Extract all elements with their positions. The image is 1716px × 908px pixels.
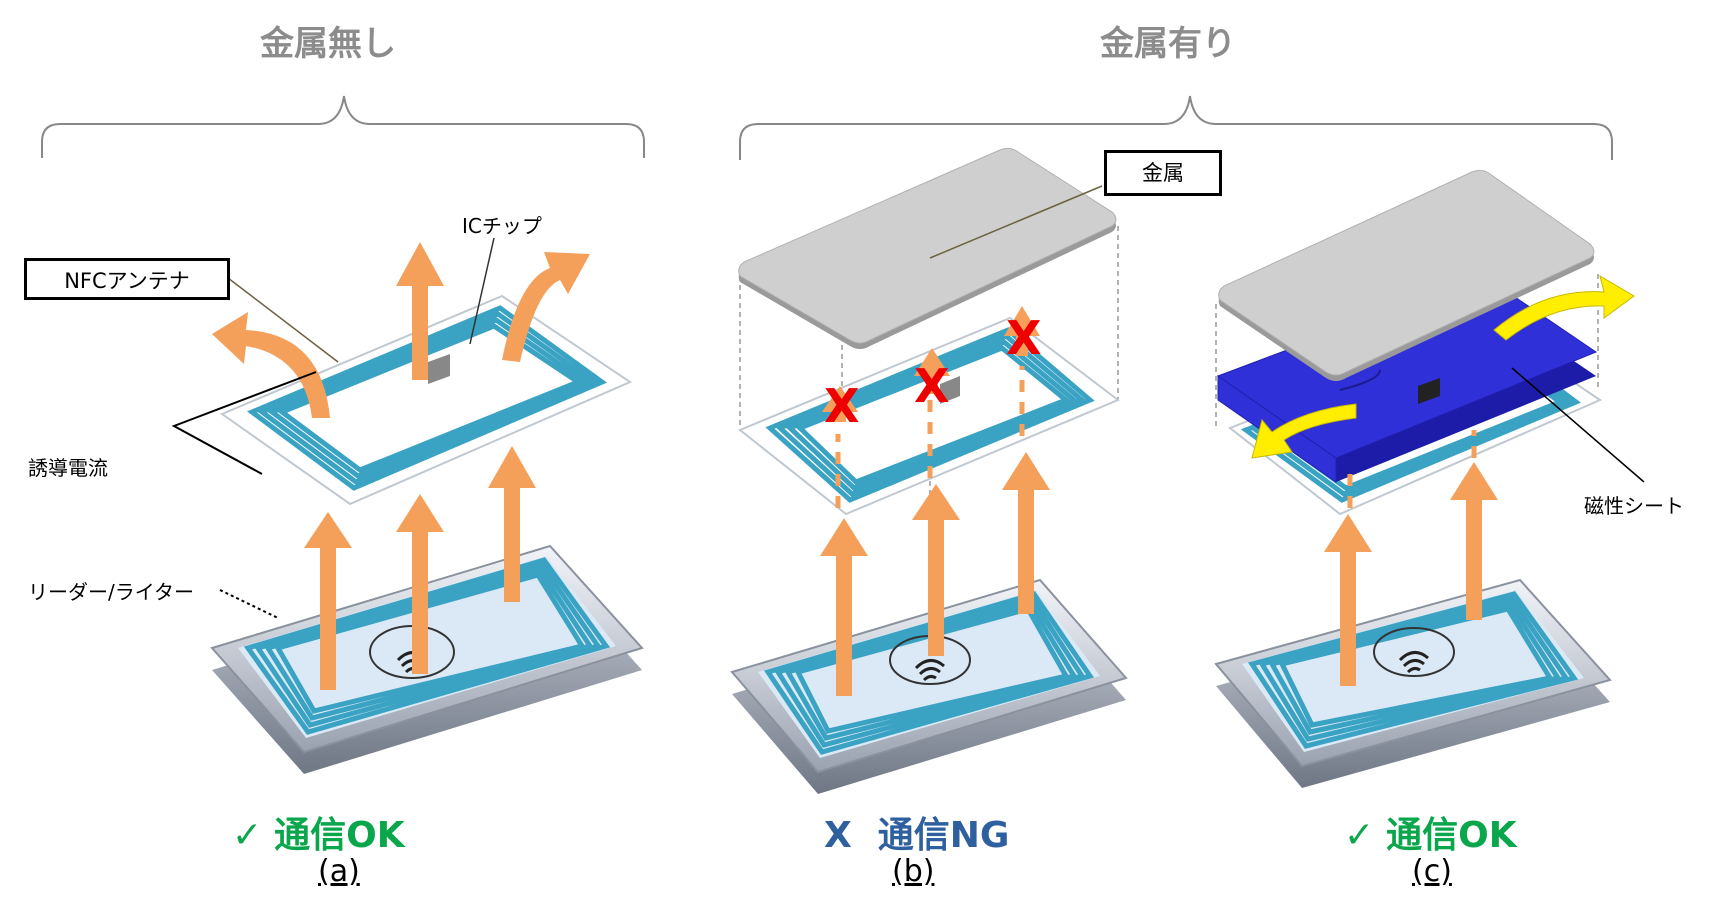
- panel-b-status: X 通信NG: [824, 806, 1009, 858]
- panel-c-arrow: [1450, 462, 1498, 620]
- nfc-antenna-leader: [227, 277, 339, 363]
- panel-b-arrow: [1004, 306, 1040, 356]
- panel-c-diverted-field: [1251, 274, 1635, 459]
- metal-leader: [929, 185, 1103, 259]
- metal-label: 金属: [1104, 150, 1222, 196]
- panel-b-arrow: [820, 518, 868, 696]
- panel-b-arrow: [912, 484, 960, 656]
- panel-a-field-arrows: [212, 242, 590, 690]
- panel-b-card: [738, 316, 1120, 516]
- panel-c-status: ✓ 通信OK: [1344, 806, 1517, 858]
- magnetic-sheet-leader: [1511, 367, 1645, 483]
- panel-a-ic-chip: [428, 354, 450, 384]
- reader-writer-leader: [219, 589, 279, 619]
- no-metal-group-title: 金属無し: [260, 24, 396, 64]
- panel-c-status-text: 通信OK: [1386, 815, 1517, 856]
- block-mark-icon: X X X: [824, 311, 1041, 433]
- panel-c-arrow: [1324, 514, 1372, 686]
- magnetic-sheet-label: 磁性シート: [1584, 494, 1684, 518]
- induced-current-pointer: [171, 371, 317, 475]
- svg-text:X: X: [1006, 311, 1041, 365]
- panel-b-blocked-field: [820, 306, 1050, 696]
- panel-a-card-coil: [246, 305, 608, 491]
- ic-chip-leader: [469, 237, 495, 345]
- panel-c-diagram: [1214, 169, 1645, 788]
- panel-c-reader: [1214, 578, 1612, 788]
- panel-c-reader-coil: [1248, 591, 1579, 749]
- ic-chip-label: ICチップ: [462, 214, 542, 238]
- panel-a-arrow: [396, 242, 444, 380]
- check-icon: ✓: [1344, 815, 1375, 856]
- panel-c-field-arrows: [1324, 430, 1498, 686]
- panel-a-reader-coil: [243, 557, 611, 735]
- panel-b-caption: (b): [892, 854, 935, 889]
- panel-c-diverted-arrow: [1493, 274, 1635, 341]
- panel-a-arrow: [304, 512, 352, 690]
- panel-c-caption: (c): [1412, 854, 1452, 889]
- with-metal-brace: [739, 95, 1613, 160]
- panel-a-caption: (a): [318, 854, 360, 889]
- svg-text:X: X: [824, 379, 859, 433]
- panel-a-arrow: [488, 446, 536, 602]
- panel-b-card-coil: [765, 327, 1095, 503]
- panel-c-metal-plate: [1218, 169, 1595, 381]
- panel-b-arrow: [822, 386, 858, 422]
- panel-c-diverted-arrow: [1251, 403, 1357, 459]
- nfc-antenna-label: NFCアンテナ: [24, 258, 230, 300]
- panel-b-arrow: [1002, 452, 1050, 614]
- panel-a-arrow: [502, 252, 590, 362]
- panel-b-metal-plate: [738, 147, 1117, 349]
- panel-a-arrow: [396, 494, 444, 674]
- panel-b-diagram: X X X: [730, 147, 1128, 794]
- x-icon: X: [824, 815, 852, 856]
- panel-b-arrow: [914, 348, 950, 394]
- panel-a-arrow: [212, 312, 330, 418]
- panel-a-status: ✓ 通信OK: [232, 806, 405, 858]
- no-metal-brace: [41, 95, 645, 158]
- check-icon: ✓: [232, 815, 263, 856]
- reader-writer-label: リーダー/ライター: [28, 580, 194, 604]
- panel-b-status-text: 通信NG: [877, 815, 1010, 856]
- induced-current-label: 誘導電流: [28, 456, 108, 480]
- svg-text:X: X: [914, 359, 949, 413]
- panel-b-reader-coil: [764, 591, 1095, 755]
- with-metal-group-title: 金属有り: [1100, 24, 1236, 64]
- panel-a-card: [219, 294, 633, 506]
- panel-b-dashed-outline: [739, 226, 1119, 516]
- panel-a-diagram: [171, 237, 644, 774]
- panel-a-status-text: 通信OK: [274, 815, 405, 856]
